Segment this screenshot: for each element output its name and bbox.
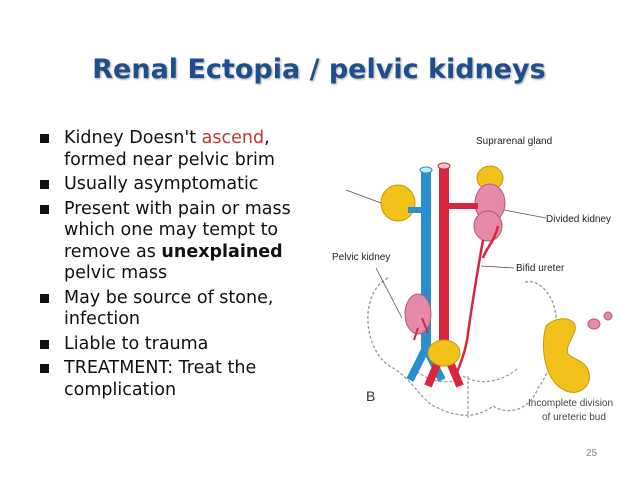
bladder [427,339,461,367]
label-ureteric-bud: of ureteric bud [542,412,606,423]
pelvic-inlet [412,367,519,383]
label-suprarenal-gland: Suprarenal gland [476,136,553,147]
label-bifid-ureter: Bifid ureter [516,263,565,274]
square-bullet-icon [40,134,49,143]
slide-title: Renal Ectopia / pelvic kidneys [92,54,546,85]
bullet-highlight: ascend [201,128,265,148]
label-panel-b: B [366,388,376,404]
bullet-item: May be source of stone, infection [38,288,328,331]
label-pelvic-kidney: Pelvic kidney [332,252,391,263]
bullet-item: Usually asymptomatic [38,174,328,196]
bullet-text: Liable to trauma [64,333,209,354]
square-bullet-icon [40,180,49,189]
bullet-text: May be source of stone, infection [64,287,274,330]
bullet-text-post: pelvic mass [64,263,168,283]
bullet-item: Present with pain or mass which one may … [38,199,328,285]
square-bullet-icon [40,339,49,349]
bullet-text: Usually asymptomatic [64,174,259,194]
bullet-item: Liable to trauma [38,334,328,356]
pelvis-outline [367,277,558,416]
left-suprarenal-gland [380,184,416,222]
page-number: 25 [586,448,598,459]
square-bullet-icon [40,293,49,303]
bullet-item: TREATMENT: Treat the complication [38,358,328,401]
bifid-ureter [454,239,485,377]
square-bullet-icon [40,204,49,214]
bullet-text-pre: Present with pain or mass which one may … [64,198,291,262]
square-bullet-icon [40,364,49,373]
bullet-item: Kidney Doesn't ascend, formed near pelvi… [38,128,328,171]
bullet-text-post: , formed near pelvic brim [64,128,275,170]
bullet-bold: unexplained [161,241,283,262]
kidney-anatomy-figure: Suprarenal gland Divided kidney Pelvic k… [318,118,632,438]
label-divided-kidney: Divided kidney [546,214,612,225]
bullet-text-pre: Kidney Doesn't [64,128,202,148]
kidney-illustration [345,162,613,418]
bullet-list: Kidney Doesn't ascend, formed near pelvi… [38,128,328,404]
label-incomplete-division: Incomplete division [528,398,614,409]
ureteric-bud-figure [543,318,590,393]
bullet-text: TREATMENT: Treat the complication [64,358,257,400]
